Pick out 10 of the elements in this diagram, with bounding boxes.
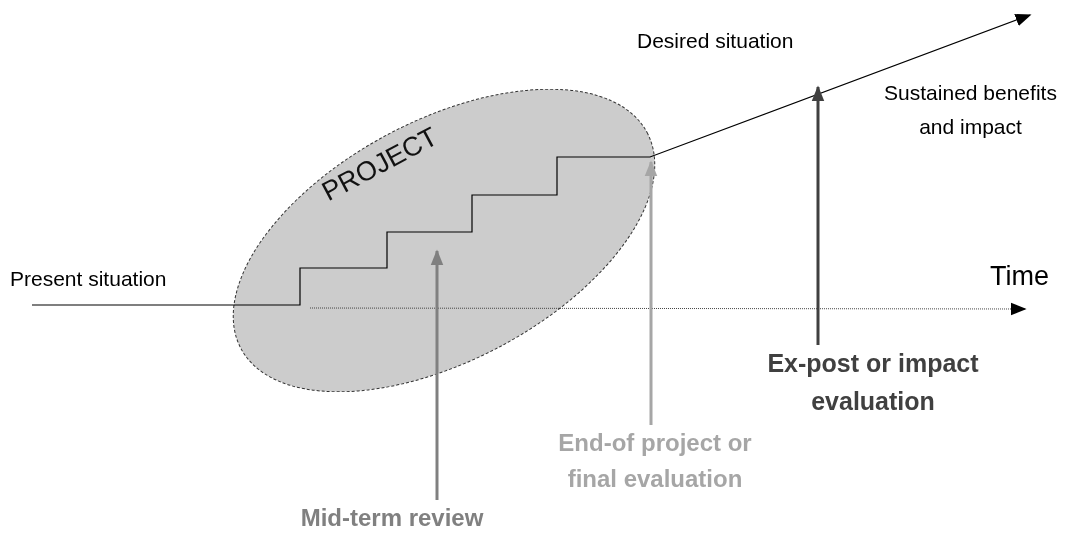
evaluation-label: Ex-post or impact evaluation [738, 345, 1008, 423]
arrow [644, 160, 658, 425]
evaluation-label: End-of project or final evaluation [535, 425, 775, 503]
arrow [811, 85, 825, 345]
time-label: Time [990, 260, 1050, 293]
present-situation-label: Present situation [10, 266, 168, 292]
desired-situation-label: Desired situation [637, 28, 795, 54]
evaluation-label: Mid-term review [262, 500, 522, 532]
sustained-benefits-label: Sustained benefits and impact [883, 80, 1058, 140]
arrow [430, 249, 444, 500]
